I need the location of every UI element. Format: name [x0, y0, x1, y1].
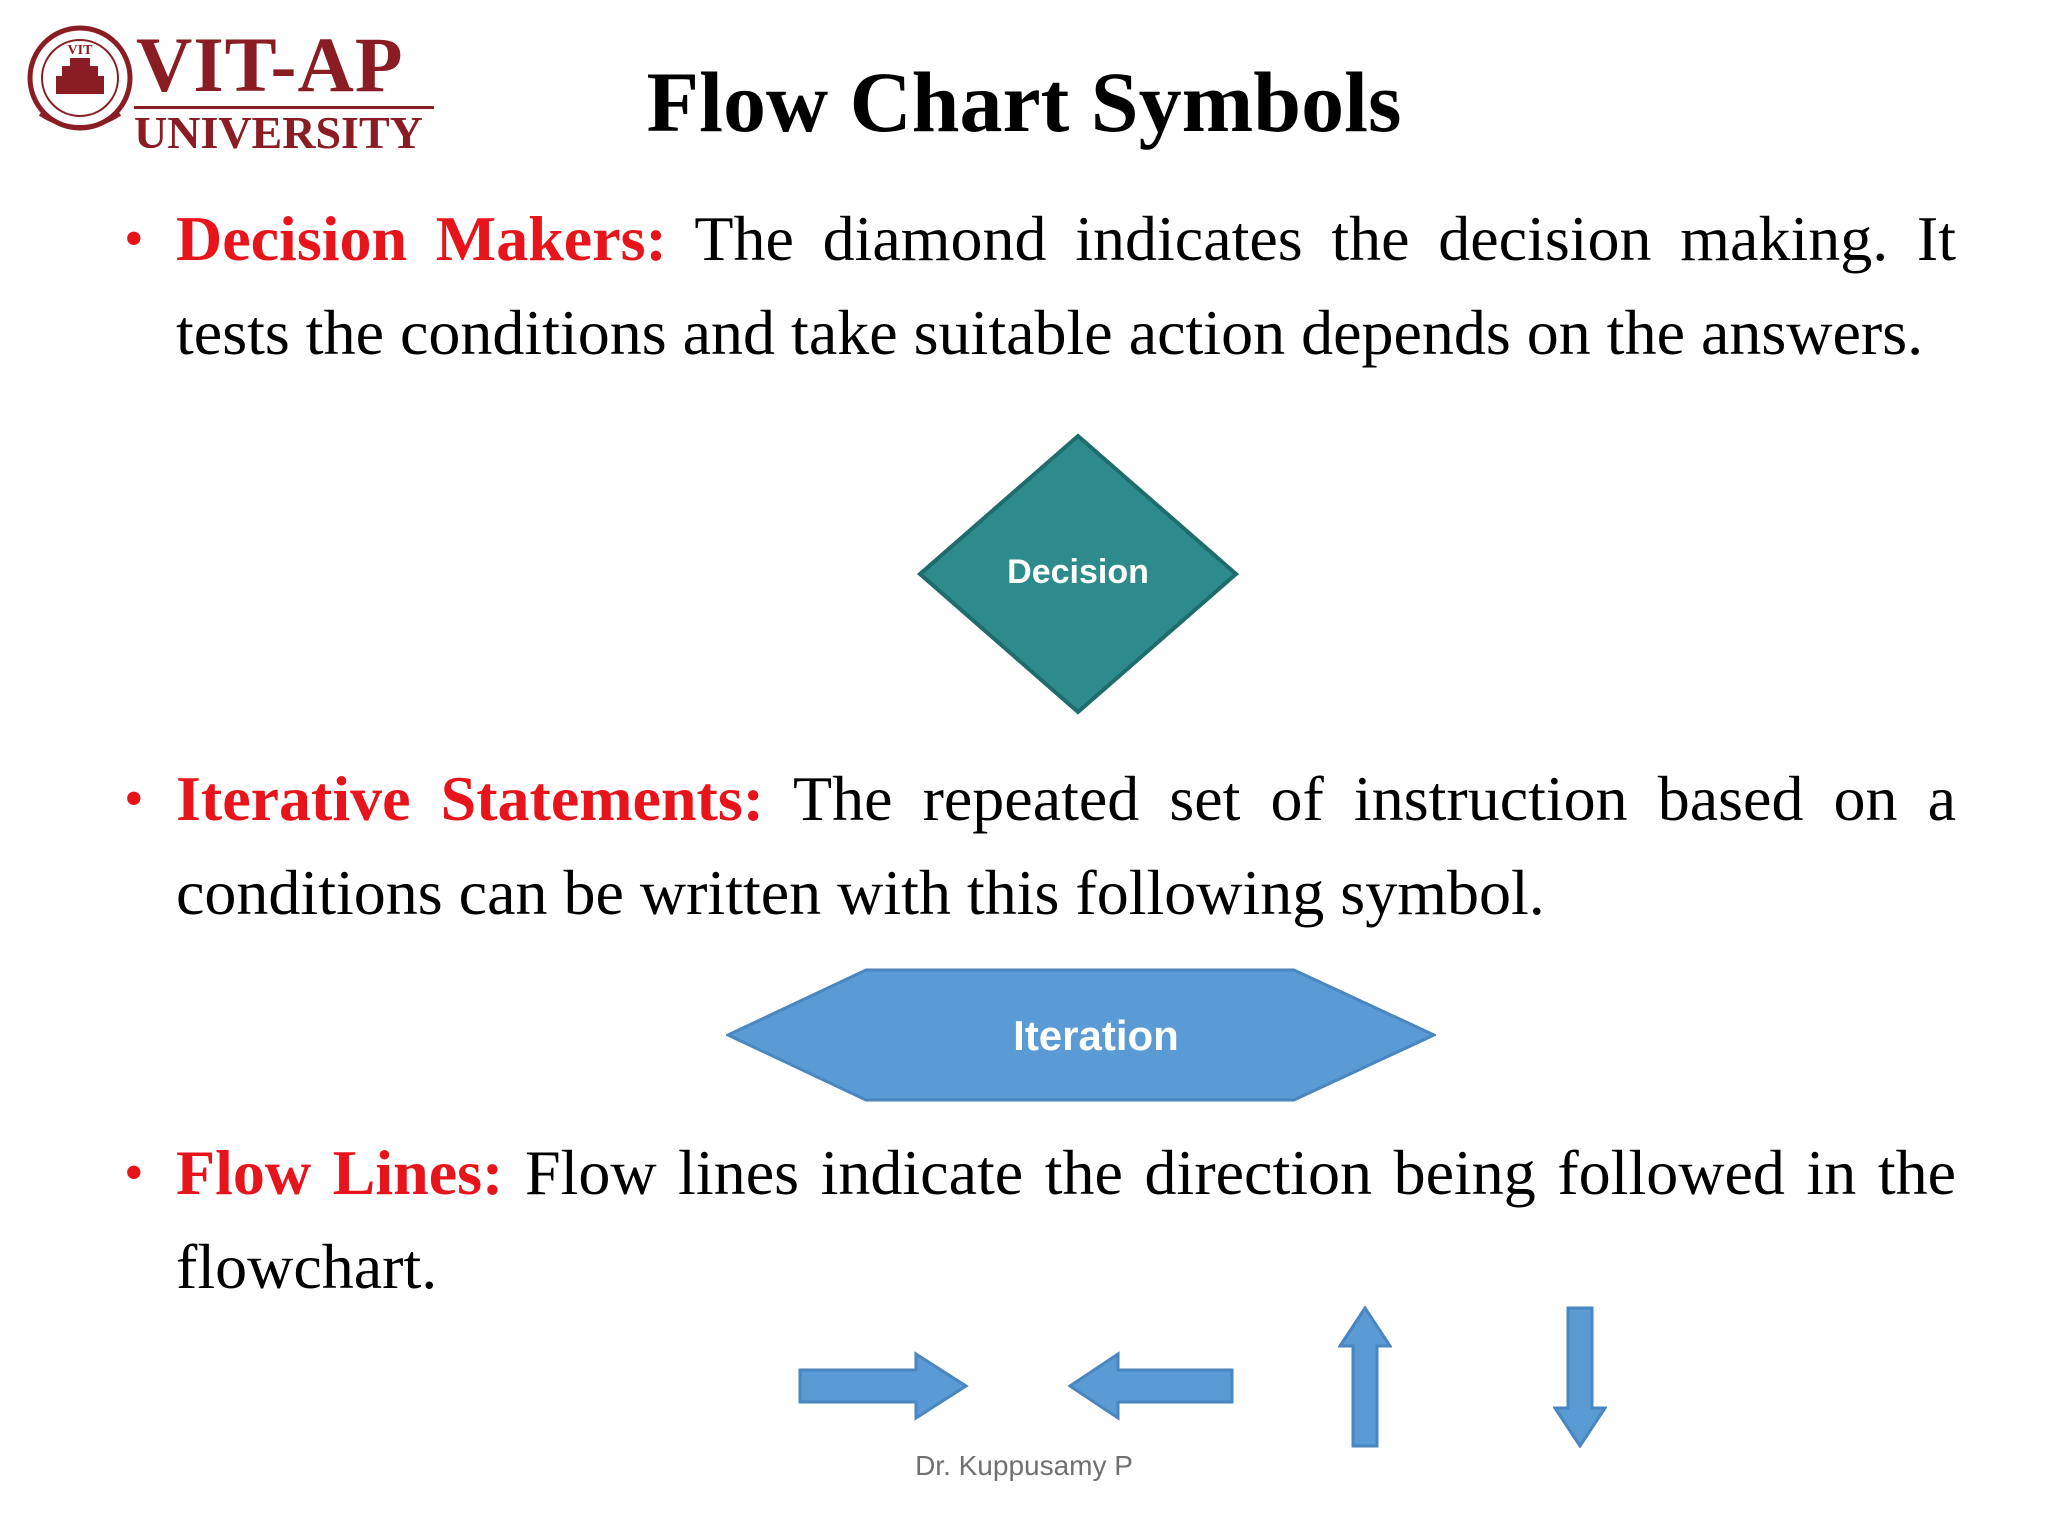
- university-seal-icon: VIT: [27, 25, 133, 131]
- bullet-dot: •: [124, 208, 144, 270]
- bullet-term: Flow Lines:: [176, 1137, 504, 1208]
- logo-name-line2: UNIVERSITY: [134, 107, 423, 158]
- arrow-down-icon: [1553, 1306, 1607, 1448]
- seal-text: VIT: [68, 43, 94, 58]
- bullet-decision-makers: • Decision Makers: The diamond indicates…: [124, 192, 1957, 380]
- bullet-dot: •: [124, 1142, 144, 1204]
- arrow-left-icon: [1068, 1351, 1234, 1421]
- decision-diamond-shape: [916, 433, 1240, 715]
- bullet-term: Iterative Statements:: [176, 763, 765, 834]
- bullet-text: The diamond indicates the decision makin…: [176, 203, 1957, 368]
- bullet-iterative-statements: • Iterative Statements: The repeated set…: [124, 752, 1957, 940]
- bullet-term: Decision Makers:: [176, 203, 667, 274]
- slide-title: Flow Chart Symbols: [646, 54, 1402, 150]
- decision-label: Decision: [1007, 553, 1149, 591]
- decision-diamond: Decision: [916, 432, 1240, 716]
- iteration-label: Iteration: [1013, 1012, 1179, 1059]
- iteration-hexagon: Iteration: [724, 968, 1438, 1102]
- logo-name-line1: VIT-AP: [136, 21, 404, 108]
- bullet-text: Flow lines indicate the direction being …: [176, 1137, 1957, 1302]
- bullet-text: The repeated set of instruction based on…: [176, 763, 1957, 928]
- bullet-flow-lines: • Flow Lines: Flow lines indicate the di…: [124, 1126, 1957, 1314]
- slide-footer-author: Dr. Kuppusamy P: [915, 1450, 1133, 1481]
- arrow-up-icon: [1338, 1306, 1392, 1448]
- logo-divider: [134, 106, 434, 109]
- iteration-hexagon-shape: [724, 968, 1438, 1102]
- university-logo: VIT VIT-AP UNIVERSITY: [26, 18, 434, 156]
- bullet-dot: •: [124, 768, 144, 830]
- arrow-right-icon: [798, 1351, 969, 1421]
